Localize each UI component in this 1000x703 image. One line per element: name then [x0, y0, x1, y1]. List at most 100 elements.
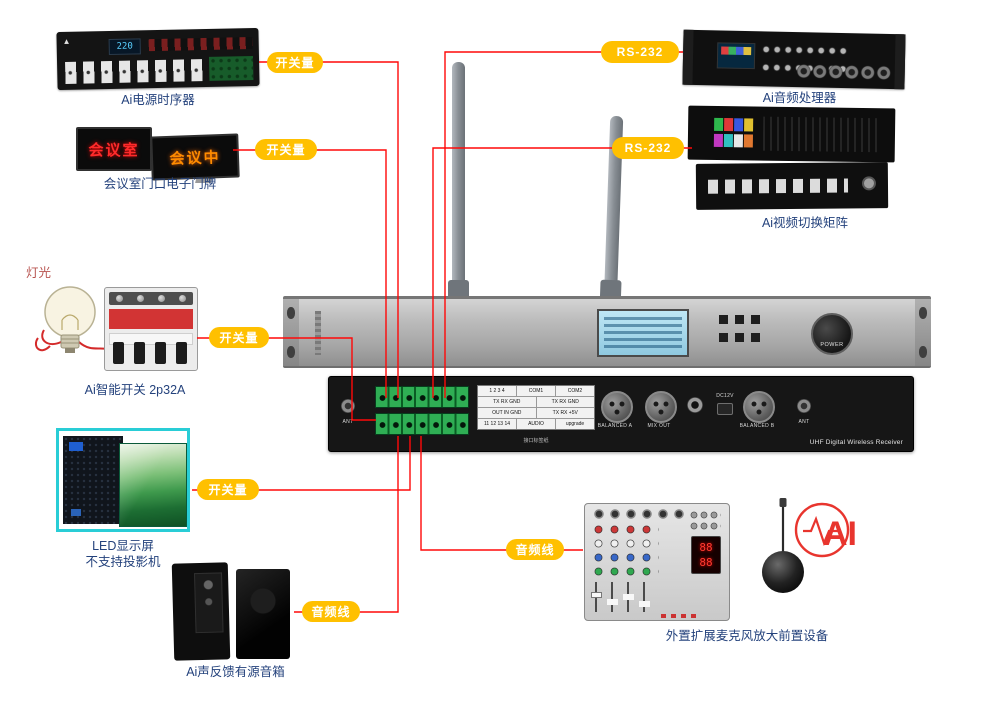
fader-knobs: [591, 592, 602, 598]
receiver-model-name: UHF Digital Wireless Receiver: [809, 439, 903, 446]
terminal-block-row1: [375, 386, 469, 408]
badge-switch-signal-1: 开关量: [267, 52, 323, 73]
ball-mic-icon: [762, 551, 804, 593]
ai-logo-text: AI: [823, 515, 857, 553]
xlr-mix-out: [645, 391, 677, 423]
vent-slots: [762, 116, 882, 153]
led-screen-note: 不支持投影机: [85, 555, 161, 569]
rack-hole: [287, 307, 295, 319]
breaker-red-band: [109, 309, 193, 329]
speaker-rear: [171, 562, 231, 661]
io-table-caption: 接口标签纸: [523, 438, 549, 444]
dc12v-label: DC12V: [716, 393, 734, 399]
ball-mic-and-ai-logo: AI: [762, 498, 857, 593]
color-test-blocks: [713, 117, 756, 149]
decor-strip: [661, 614, 701, 618]
rack-vent: [315, 311, 321, 355]
pcb-section: [208, 56, 254, 81]
lcd-text-lines: [604, 317, 682, 349]
led-chip: [69, 442, 83, 451]
io-cell: upgrade: [565, 420, 585, 427]
dc12v-socket: [717, 403, 733, 415]
balanced-a-label: BALANCED A: [597, 423, 633, 429]
ant-right-label: ANT: [798, 419, 810, 425]
pulse-wave-icon: [803, 515, 838, 547]
level-display-top: 88: [699, 540, 713, 554]
door-sign-right-text: 会议中: [169, 148, 221, 168]
phone-jack: [687, 397, 703, 413]
smart-switch-breaker: [104, 287, 198, 371]
io-label-table: 1 2 3 4 COM1 COM2 TX RX GND TX RX GND OU…: [477, 385, 595, 430]
receiver-buttons: [719, 315, 761, 324]
video-matrix-label: Ai视频切换矩阵: [761, 216, 849, 230]
io-cell: TX RX +5V: [552, 409, 578, 416]
processor-screen: [716, 42, 756, 70]
rack-hole: [287, 346, 295, 358]
audio-processor-label: Ai音频处理器: [762, 91, 837, 105]
outlet-row: [65, 58, 208, 84]
ant-left-label: ANT: [342, 419, 354, 425]
breaker-toggle: [113, 342, 124, 364]
door-sign-label: 会议室门口电子门牌: [103, 177, 217, 191]
brand-logo-icon: ▲: [62, 36, 71, 46]
breaker-label-strip: [109, 333, 193, 345]
wire-mixer: [420, 436, 583, 551]
rack-ear: [682, 29, 694, 85]
rack-hole: [919, 346, 927, 358]
badge-audio-cable-2: 音频线: [302, 601, 360, 622]
rack-ear: [894, 34, 906, 90]
io-cell: TX RX GND: [478, 397, 537, 407]
power-knob: POWER: [811, 313, 853, 355]
balanced-b-label: BALANCED B: [739, 423, 775, 429]
voltage-meter: 220: [108, 38, 141, 56]
knob-row-red: [593, 524, 659, 535]
breaker-top: [109, 292, 193, 305]
badge-switch-signal-3: 开关量: [209, 327, 269, 348]
video-matrix-bottom: [695, 162, 889, 210]
power-sequencer-label: Ai电源时序器: [121, 93, 195, 107]
amp-plate: [193, 572, 224, 634]
badge-audio-cable-1: 音频线: [506, 539, 564, 560]
screw-icon: [137, 295, 144, 302]
screen-colors: [721, 46, 752, 56]
io-cell: OUT IN GND: [478, 408, 537, 418]
terminal-block-row2: [375, 413, 469, 435]
mix-out-label: MIX OUT: [647, 423, 671, 429]
ant-connector-left: [341, 399, 355, 413]
door-sign-right: 会议中: [150, 133, 240, 181]
receiver-buttons: [719, 333, 761, 342]
badge-switch-signal-4: 开关量: [197, 479, 259, 500]
mic-connector: [779, 498, 787, 507]
level-display: 88 88: [691, 536, 721, 574]
breaker-toggle: [176, 342, 187, 364]
wireless-receiver-rear-panel: ANT 1 2 3 4 COM1 COM2 TX RX GND TX RX GN…: [328, 376, 914, 452]
door-sign-left: 会议室: [76, 127, 152, 171]
io-cell: COM1: [517, 386, 556, 396]
rack-hole: [919, 307, 927, 319]
receiver-lcd: [597, 309, 689, 357]
speakers-label: Ai声反馈有源音箱: [186, 665, 285, 679]
wire-speakers: [294, 436, 399, 613]
audio-processor: [682, 29, 906, 90]
screw-icon: [116, 295, 123, 302]
badge-rs232-1: RS-232: [601, 41, 679, 63]
video-matrix-top: [687, 105, 896, 163]
antenna-left-icon: [448, 62, 469, 304]
badge-switch-signal-2: 开关量: [255, 139, 317, 160]
io-cell: 1 2 3 4: [478, 386, 517, 396]
power-sequencer: ▲ 220: [56, 27, 260, 91]
switch-row: [148, 37, 253, 52]
badge-rs232-2: RS-232: [612, 137, 684, 159]
xlr-balanced-b: [743, 391, 775, 423]
fader-tracks: [595, 582, 657, 612]
speaker-front: [236, 569, 290, 659]
led-chip: [71, 509, 81, 516]
knob-row-green: [593, 566, 659, 577]
screw-icon: [179, 295, 186, 302]
master-knobs: [689, 510, 721, 532]
mic-preamp-label: 外置扩展麦克风放大前置设备: [665, 629, 829, 643]
xlr-balanced-a: [601, 391, 633, 423]
io-cell: COM2: [567, 387, 583, 394]
knob-row-blue: [593, 552, 659, 563]
rack-ear-left: [283, 299, 299, 366]
